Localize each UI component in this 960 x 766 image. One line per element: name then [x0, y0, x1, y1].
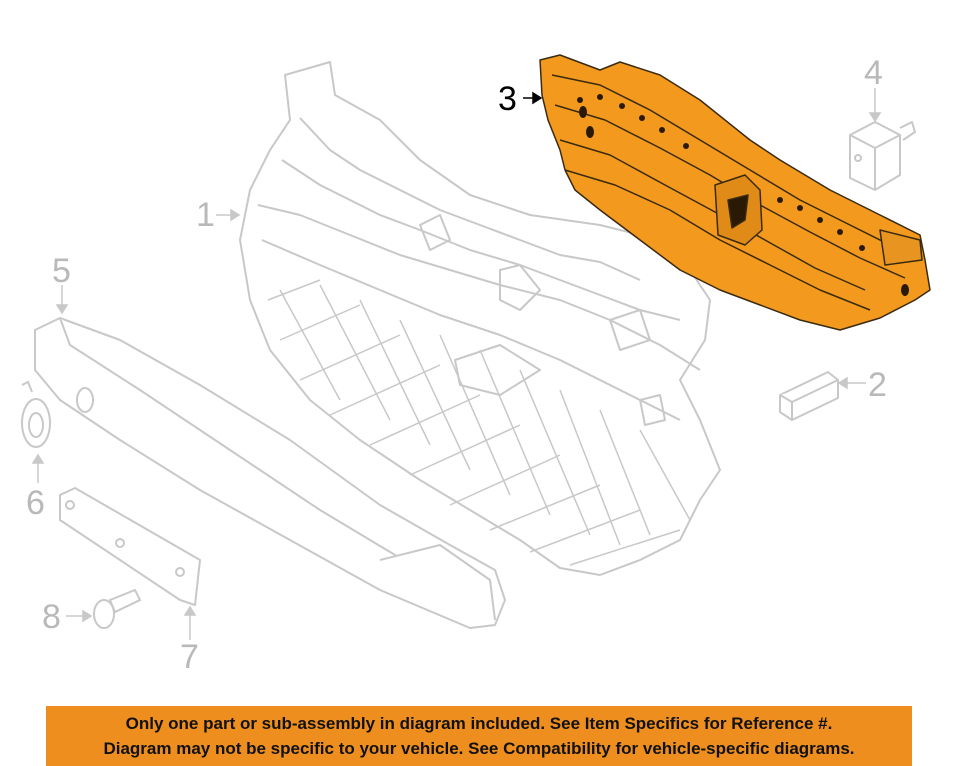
disclaimer-line-1: Only one part or sub-assembly in diagram…	[125, 714, 833, 733]
leader-lines	[31, 88, 882, 640]
callout-5: 5	[52, 252, 71, 290]
callout-4: 4	[864, 54, 883, 92]
sensor-part-4	[849, 121, 916, 191]
disclaimer-banner: Only one part or sub-assembly in diagram…	[46, 706, 912, 766]
callout-7: 7	[180, 638, 199, 676]
callout-6: 6	[26, 484, 45, 522]
lower-trim-part-5	[34, 317, 506, 629]
disclaimer-line-2: Diagram may not be specific to your vehi…	[103, 739, 855, 758]
ring-part-6	[21, 380, 51, 448]
callout-3: 3	[498, 80, 517, 118]
bracket-part-7	[59, 487, 201, 606]
callout-2: 2	[868, 366, 887, 404]
parts-diagram	[21, 54, 931, 640]
callout-8: 8	[42, 598, 61, 636]
clip-part-2	[779, 371, 839, 421]
fastener-part-8	[93, 588, 142, 629]
reinforcement-part-3	[539, 54, 931, 331]
callout-1: 1	[196, 196, 215, 234]
grille-assembly-part-1	[239, 61, 721, 576]
